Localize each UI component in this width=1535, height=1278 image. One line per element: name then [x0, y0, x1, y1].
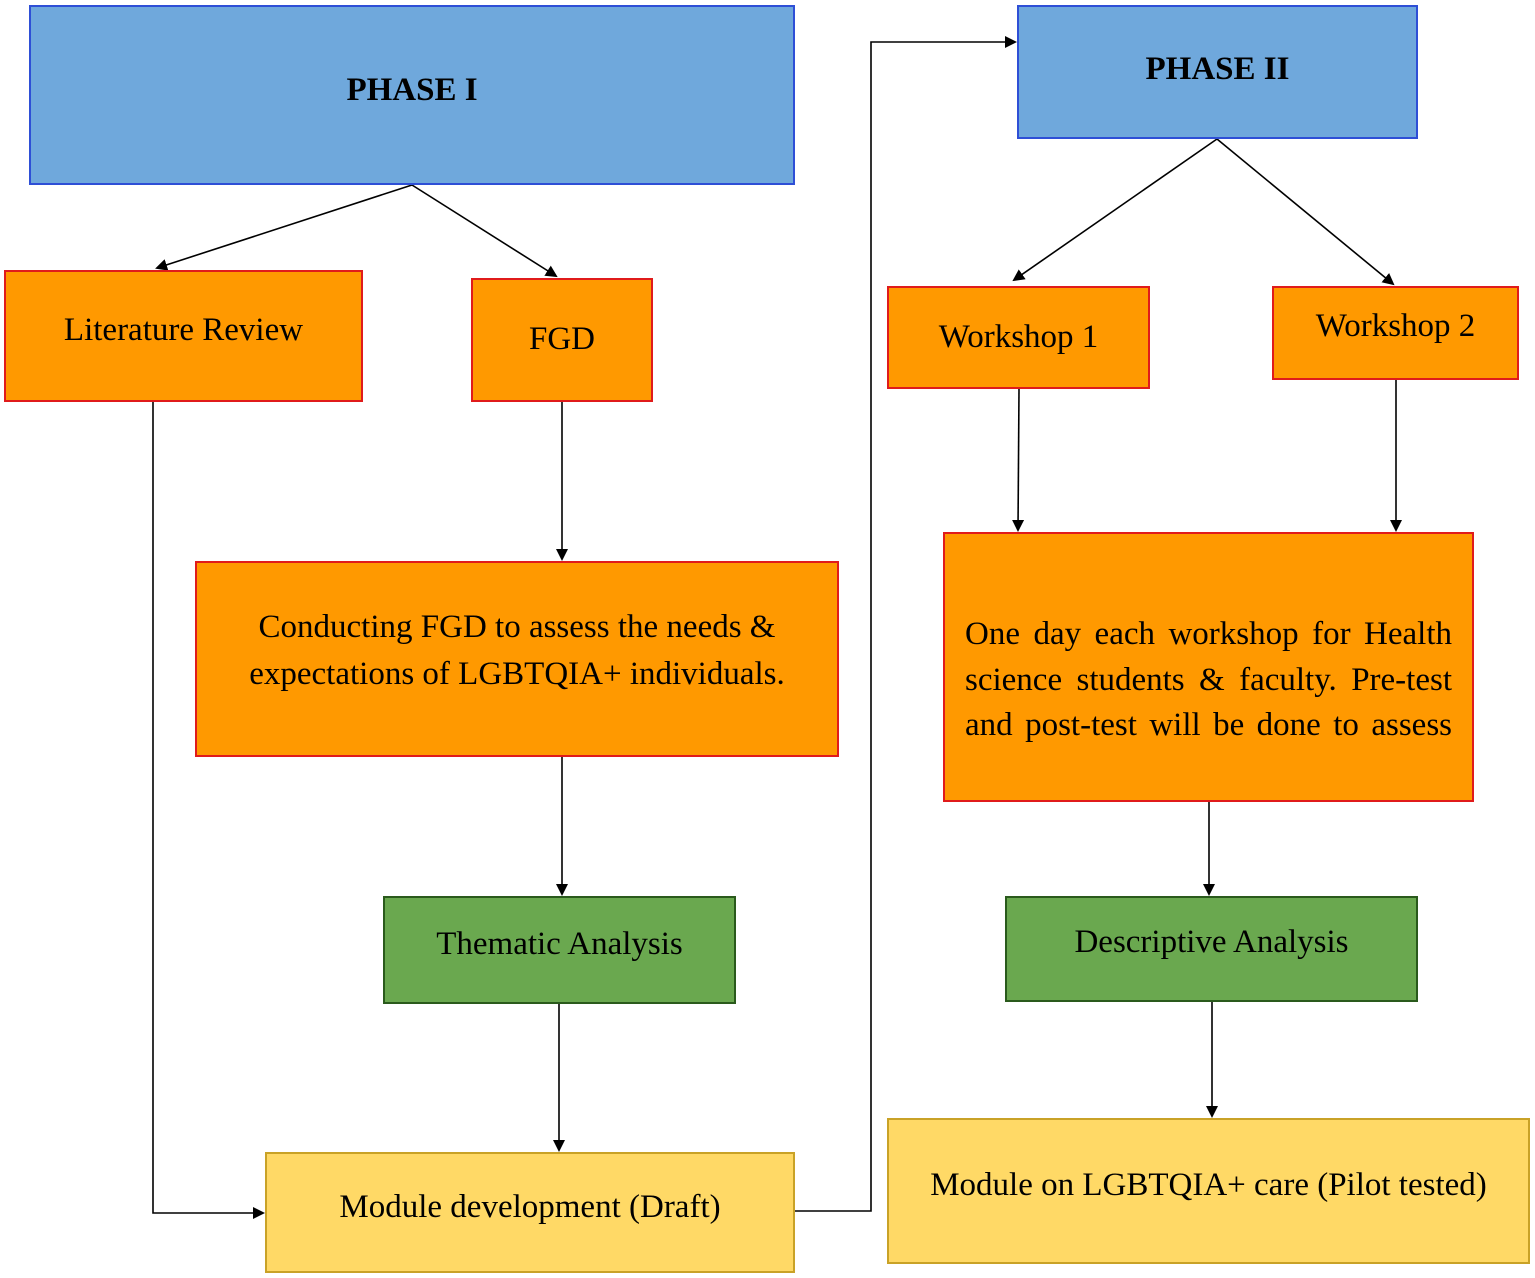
thematic-analysis-label: Thematic Analysis	[436, 926, 683, 963]
workshop1-box: Workshop 1	[887, 286, 1150, 389]
conducting-fgd-label: Conducting FGD to assess the needs & exp…	[249, 609, 785, 692]
arrow-phase1-to-fgd	[411, 184, 558, 278]
phase2-box: PHASE II	[1017, 5, 1418, 139]
arrow-phase1-to-literature	[155, 184, 413, 271]
workshop2-label: Workshop 2	[1315, 308, 1476, 345]
workshop2-box: Workshop 2	[1272, 286, 1519, 380]
conducting-fgd-box: Conducting FGD to assess the needs & exp…	[195, 561, 839, 757]
phase1-box: PHASE I	[29, 5, 795, 185]
workshop1-label: Workshop 1	[938, 318, 1099, 355]
fgd-box: FGD	[471, 278, 653, 402]
arrow-phase2-to-workshop2	[1216, 138, 1395, 286]
phase1-label: PHASE I	[346, 72, 478, 109]
fgd-label: FGD	[528, 321, 596, 358]
descriptive-analysis-label: Descriptive Analysis	[1074, 924, 1349, 961]
thematic-analysis-box: Thematic Analysis	[383, 896, 736, 1004]
one-day-workshop-box: One day each workshop for Health science…	[943, 532, 1474, 802]
literature-review-label: Literature Review	[63, 312, 304, 349]
arrow-draft-to-phase2	[795, 36, 1017, 1212]
arrow-literature-to-draft	[152, 402, 265, 1219]
module-pilot-label: Module on LGBTQIA+ care (Pilot tested)	[930, 1167, 1487, 1204]
descriptive-analysis-box: Descriptive Analysis	[1005, 896, 1418, 1002]
one-day-workshop-label: One day each workshop for Health science…	[965, 616, 1452, 744]
module-draft-box: Module development (Draft)	[265, 1152, 795, 1273]
literature-review-box: Literature Review	[4, 270, 363, 402]
module-draft-label: Module development (Draft)	[339, 1188, 721, 1225]
arrow-workshop1-to-oneday	[1012, 388, 1025, 532]
module-pilot-box: Module on LGBTQIA+ care (Pilot tested)	[887, 1118, 1530, 1264]
arrow-phase2-to-workshop1	[1012, 138, 1218, 282]
phase2-label: PHASE II	[1145, 51, 1290, 87]
